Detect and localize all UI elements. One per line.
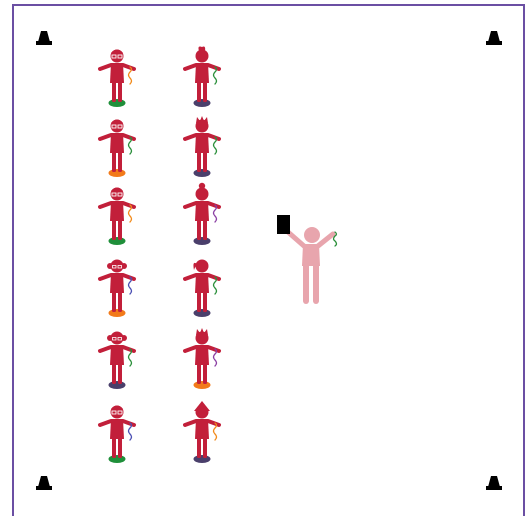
base-disc [194, 381, 211, 389]
cone-icon [488, 476, 500, 487]
base-disc [194, 169, 211, 177]
player-col1-row6 [100, 406, 134, 464]
base-disc [109, 169, 126, 177]
player-col2-row1 [185, 47, 219, 108]
cone-bottom-left [36, 476, 52, 490]
head [196, 50, 209, 63]
base-disc [109, 455, 126, 463]
base-disc [109, 309, 126, 317]
cone-icon [38, 476, 50, 487]
base-disc [109, 237, 126, 245]
base-disc [194, 99, 211, 107]
cone-icon [488, 31, 500, 42]
cone-icon [38, 31, 50, 42]
cone-bottom-right [486, 476, 502, 490]
cone-base [36, 41, 52, 45]
player-col1-row4 [100, 260, 134, 318]
card-icon [277, 215, 290, 234]
base-disc [194, 237, 211, 245]
player-col1-row3 [100, 188, 134, 246]
cone-base [36, 486, 52, 490]
cone-base [486, 41, 502, 45]
coach-head [304, 227, 320, 243]
cone-top-right [486, 31, 502, 45]
cone-base [486, 486, 502, 490]
player-col1-row2 [100, 120, 134, 178]
player-col1-row1 [100, 50, 134, 108]
player-col2-row2 [185, 116, 219, 177]
base-disc [109, 99, 126, 107]
player-col2-row6 [185, 401, 219, 463]
head [196, 260, 209, 273]
player-col2-row3 [185, 183, 219, 245]
base-disc [109, 381, 126, 389]
base-disc [194, 309, 211, 317]
coach-figure [277, 215, 337, 304]
head [196, 188, 209, 201]
player-col2-row5 [185, 328, 219, 389]
player-col2-row4 [185, 260, 219, 318]
cone-top-left [36, 31, 52, 45]
base-disc [194, 455, 211, 463]
player-col1-row5 [100, 332, 134, 390]
